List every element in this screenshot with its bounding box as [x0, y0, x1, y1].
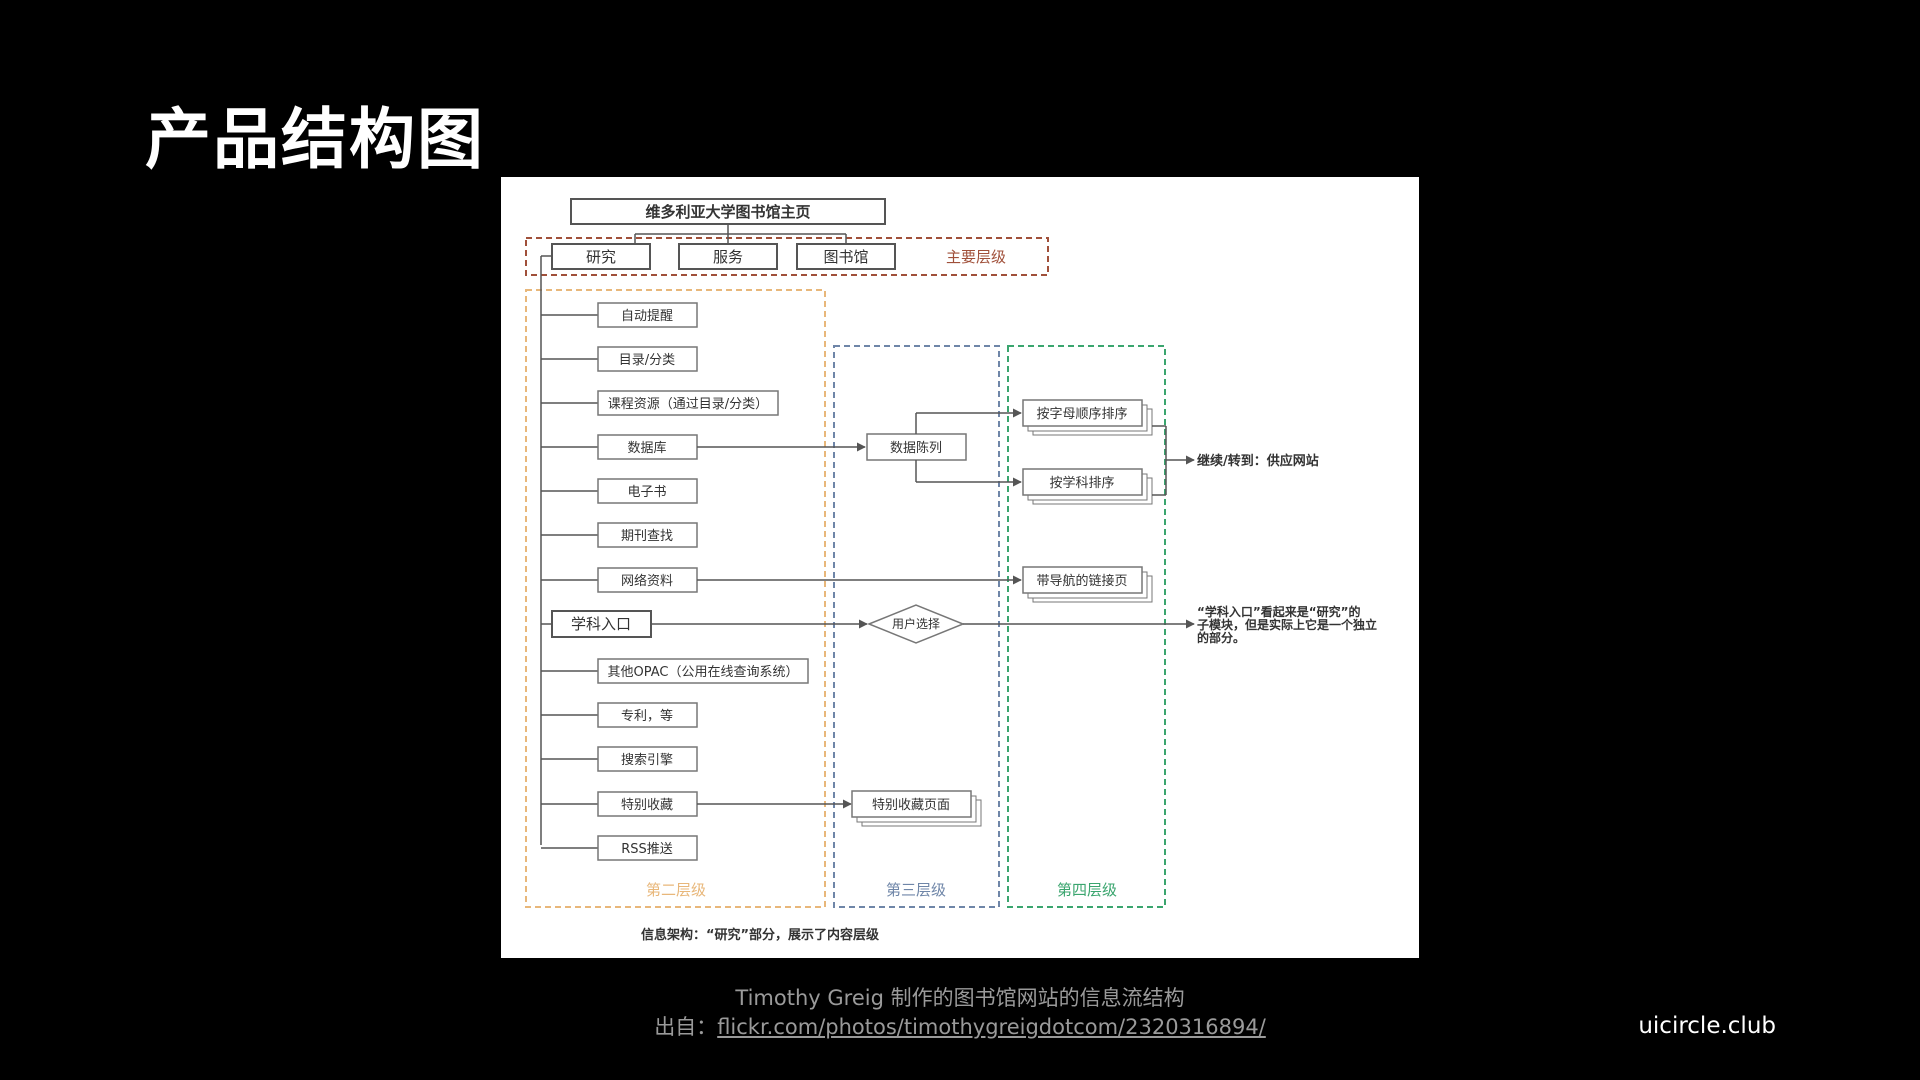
node-user-choice-label: 用户选择 — [892, 616, 940, 631]
node-special-page-label: 特别收藏页面 — [872, 798, 950, 813]
node-research — [551, 243, 651, 270]
second-level-nodes: 自动提醒 目录/分类 课程资源（通过目录/分类） 数据库 电子书 期刊查找 网络… — [541, 302, 809, 861]
source-link[interactable]: flickr.com/photos/timothygreigdotcom/232… — [717, 1015, 1266, 1039]
node-other-opac — [597, 658, 809, 684]
node-services-label: 服务 — [713, 248, 743, 266]
node-services — [678, 243, 778, 270]
node-special-collection-label: 特别收藏 — [621, 798, 673, 813]
diagram-figure: 维多利亚大学图书馆主页 研究 服务 图书馆 主要层级 自动提醒 目录/分类 课程… — [501, 177, 1419, 958]
node-nav-links — [1022, 566, 1143, 594]
node-rss — [597, 835, 698, 861]
architecture-diagram: 维多利亚大学图书馆主页 研究 服务 图书馆 主要层级 自动提醒 目录/分类 课程… — [525, 198, 1377, 943]
node-database-label: 数据库 — [627, 440, 666, 456]
node-web-resources-label: 网络资料 — [621, 573, 673, 589]
caption-line1: Timothy Greig 制作的图书馆网站的信息流结构 — [735, 986, 1185, 1010]
second-level-box — [525, 289, 826, 908]
node-rss-label: RSS推送 — [621, 842, 673, 857]
main-level-label: 主要层级 — [946, 248, 1006, 266]
caption-line2: 出自：flickr.com/photos/timothygreigdotcom/… — [0, 1011, 1920, 1041]
node-database — [597, 434, 698, 460]
third-level-label: 第三层级 — [886, 881, 946, 899]
node-ebook — [597, 478, 698, 504]
node-other-opac-label: 其他OPAC（公用在线查询系统） — [608, 665, 799, 680]
node-patent — [597, 702, 698, 728]
subject-note-line3: 的部分。 — [1197, 630, 1245, 645]
fourth-level-label: 第四层级 — [1057, 881, 1117, 899]
node-search-engine — [597, 746, 698, 772]
node-course-resources — [597, 390, 779, 416]
node-library — [796, 243, 896, 270]
node-journal-search — [597, 522, 698, 548]
node-alpha-sort — [1022, 399, 1143, 427]
third-level-box — [833, 345, 1000, 908]
node-catalog — [597, 346, 698, 372]
node-db-list-label: 数据陈列 — [890, 440, 942, 456]
slide-title: 产品结构图 — [145, 101, 485, 178]
node-course-resources-label: 课程资源（通过目录/分类） — [608, 397, 768, 412]
diagram-footer: 信息架构：“研究”部分，展示了内容层级 — [641, 927, 880, 943]
caption-prefix: 出自： — [654, 1015, 718, 1039]
subject-note-line1: “学科入口”看起来是“研究”的 — [1197, 604, 1361, 619]
second-level-label: 第二层级 — [646, 881, 706, 899]
watermark: uicircle.club — [1638, 1013, 1776, 1039]
node-ebook-label: 电子书 — [627, 485, 666, 500]
node-special-page — [851, 790, 972, 818]
node-auto-alert — [597, 302, 698, 328]
fourth-level-box — [1007, 345, 1166, 908]
node-research-label: 研究 — [586, 248, 616, 266]
node-auto-alert-label: 自动提醒 — [621, 308, 673, 324]
node-alpha-sort-label: 按字母顺序排序 — [1036, 407, 1127, 422]
node-patent-label: 专利，等 — [621, 708, 673, 724]
node-subject-sort — [1022, 468, 1143, 496]
node-subject-portal-label: 学科入口 — [571, 615, 631, 633]
node-subject-portal — [551, 610, 652, 638]
node-search-engine-label: 搜索引擎 — [621, 753, 673, 768]
node-library-label: 图书馆 — [823, 248, 868, 266]
subject-note-line2: 子模块，但是实际上它是一个独立 — [1197, 617, 1377, 632]
root-node-label: 维多利亚大学图书馆主页 — [645, 203, 810, 221]
root-node — [570, 198, 886, 225]
main-level-box — [525, 237, 1049, 276]
node-subject-sort-label: 按学科排序 — [1049, 475, 1114, 491]
vendor-note: 继续/转到：供应网站 — [1197, 453, 1319, 469]
node-catalog-label: 目录/分类 — [619, 353, 675, 368]
node-nav-links-label: 带导航的链接页 — [1036, 573, 1127, 589]
node-journal-search-label: 期刊查找 — [621, 529, 673, 544]
